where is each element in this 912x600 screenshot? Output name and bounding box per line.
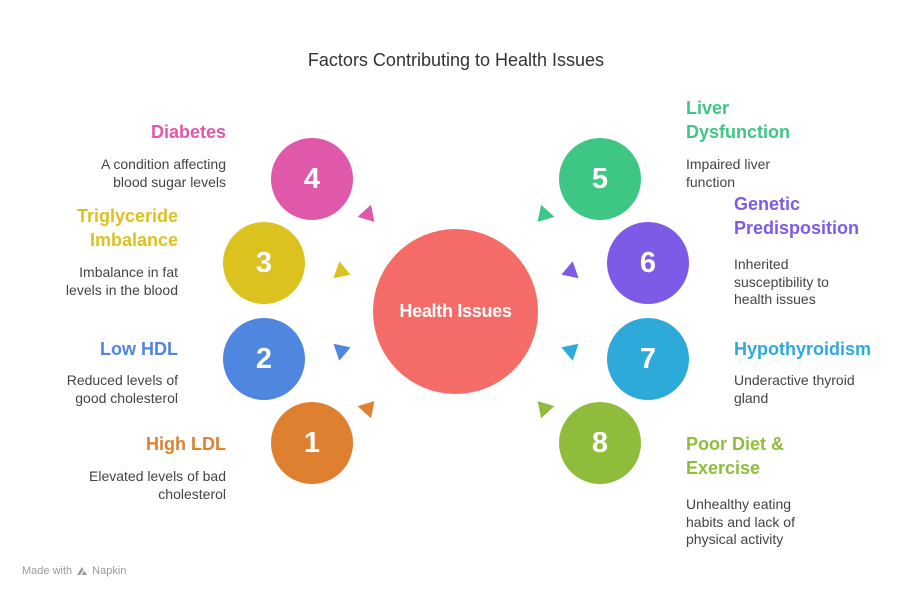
factor-7-number: 7 xyxy=(639,342,657,375)
factor-8-description: Unhealthy eating habits and lack of phys… xyxy=(686,496,795,547)
factor-2-description: Reduced levels of good cholesterol xyxy=(66,372,178,406)
factor-4-number: 4 xyxy=(303,162,321,195)
arrow-8-icon xyxy=(537,401,555,419)
arrow-3-icon xyxy=(333,261,351,279)
factor-1-circle: 1 xyxy=(271,402,353,484)
factor-4-heading: Diabetes xyxy=(150,122,226,142)
factor-1-number: 1 xyxy=(303,426,321,459)
factor-2-circle: 2 xyxy=(223,318,305,400)
factor-5-heading: Liver Dysfunction xyxy=(686,98,791,142)
diagram-title: Factors Contributing to Health Issues xyxy=(307,50,605,70)
arrow-4-icon xyxy=(357,204,375,222)
arrow-1-icon xyxy=(357,401,375,419)
factor-8-number: 8 xyxy=(591,426,609,459)
factor-3-number: 3 xyxy=(255,246,273,279)
factor-4-description: A condition affecting blood sugar levels xyxy=(100,156,226,190)
arrow-5-icon xyxy=(537,204,555,222)
factor-2-number: 2 xyxy=(255,342,273,375)
factor-1-description: Elevated levels of bad cholesterol xyxy=(89,468,226,502)
factor-4-circle: 4 xyxy=(271,138,353,220)
footer-brand: Napkin xyxy=(92,565,127,577)
factor-1-heading: High LDL xyxy=(146,434,226,454)
factor-6-description: Inherited susceptibility to health issue… xyxy=(734,256,829,307)
factor-6-number: 6 xyxy=(639,246,657,279)
factor-7-description: Underactive thyroid gland xyxy=(734,372,855,406)
footer-prefix: Made with xyxy=(22,565,73,577)
hub-label: Health Issues xyxy=(399,301,512,321)
arrow-6-icon xyxy=(561,261,579,279)
factor-8-circle: 8 xyxy=(559,402,641,484)
factor-7-circle: 7 xyxy=(607,318,689,400)
factor-7-heading: Hypothyroidism xyxy=(734,339,872,359)
napkin-logo-icon xyxy=(77,567,88,575)
factor-8-heading: Poor Diet & Exercise xyxy=(686,434,785,478)
factor-5-description: Impaired liver function xyxy=(686,156,771,190)
hub-circle: Health Issues xyxy=(373,229,538,394)
arrow-7-icon xyxy=(561,343,579,361)
factor-2-heading: Low HDL xyxy=(100,339,178,359)
factor-5-number: 5 xyxy=(591,162,609,195)
made-with-footer: Made with Napkin xyxy=(22,565,126,577)
factor-3-circle: 3 xyxy=(223,222,305,304)
factor-3-heading: Triglyceride Imbalance xyxy=(76,206,178,250)
factor-5-circle: 5 xyxy=(559,138,641,220)
factor-6-circle: 6 xyxy=(607,222,689,304)
factor-3-description: Imbalance in fat levels in the blood xyxy=(65,264,178,298)
arrow-2-icon xyxy=(333,343,351,361)
factor-6-heading: Genetic Predisposition xyxy=(734,194,860,238)
